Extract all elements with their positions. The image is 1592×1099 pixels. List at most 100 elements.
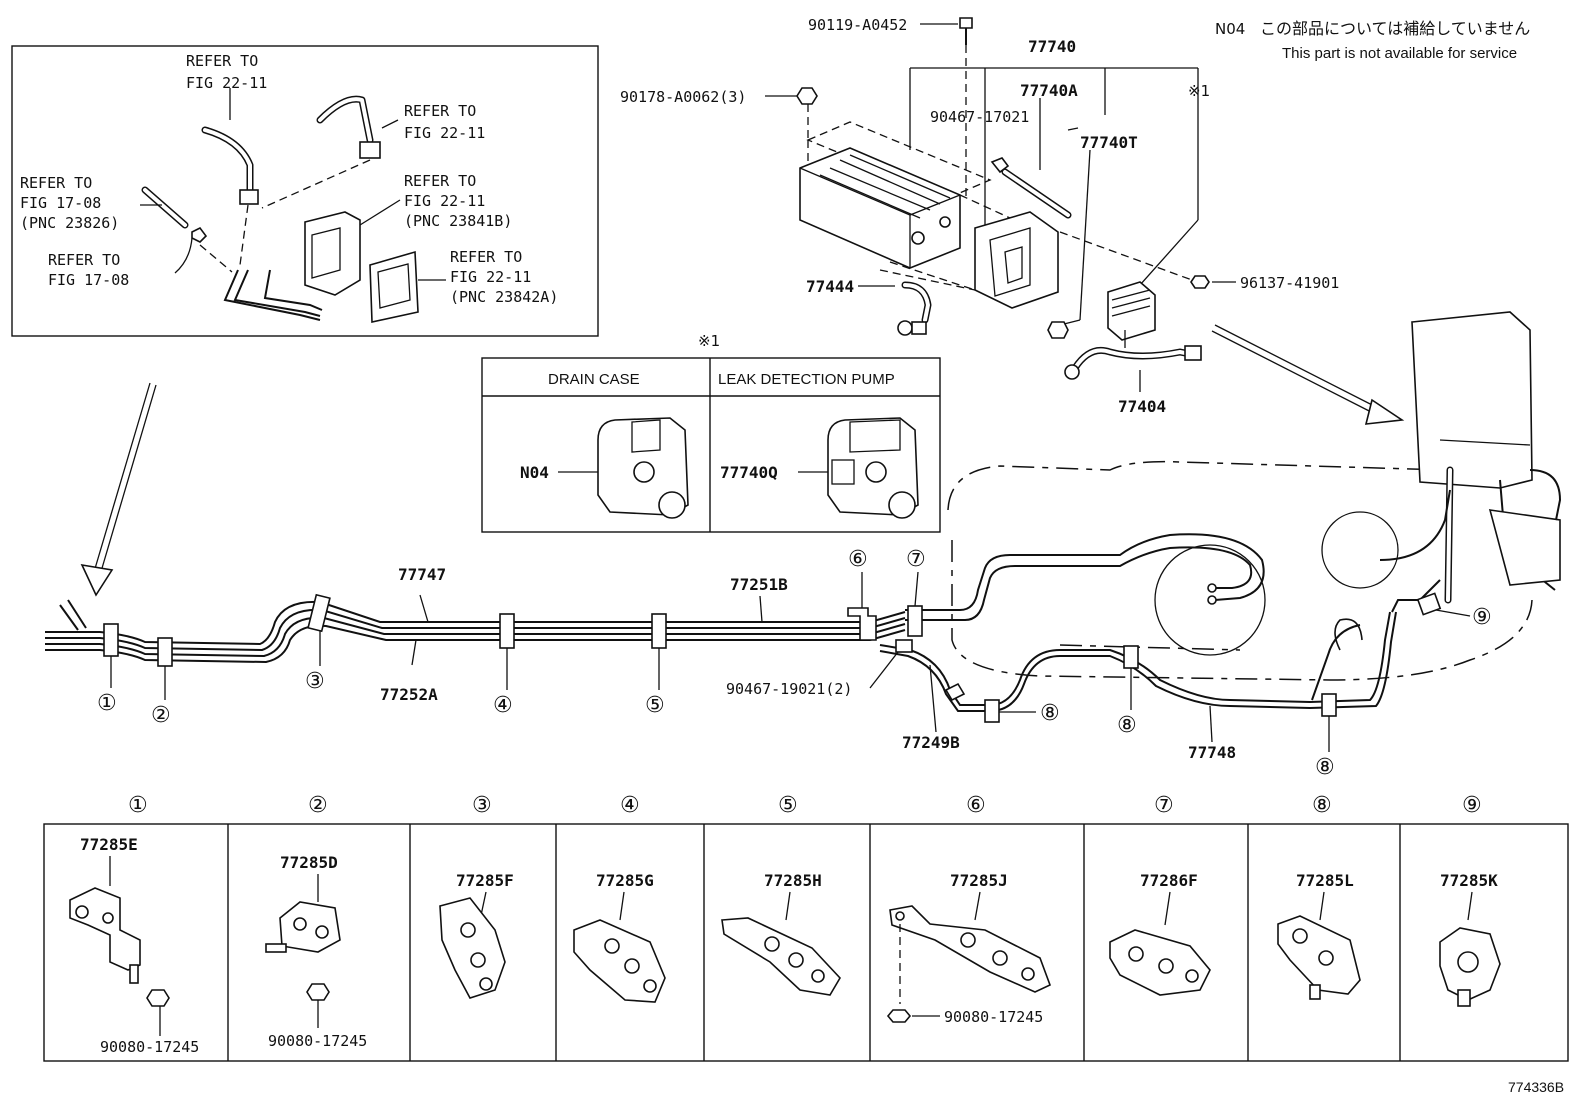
label-77740T: 77740T (1080, 133, 1138, 152)
clamp-8a (984, 699, 1000, 723)
inset-box: REFER TO FIG 22-11 REFER TO FIG 22-11 RE… (11, 45, 599, 337)
clip-90467-19021 (895, 639, 913, 653)
nut-icon-1 (146, 989, 170, 1007)
filler-neck-housing (1411, 311, 1533, 489)
fuel-line-77252A (45, 616, 906, 658)
clamp-2 (157, 637, 173, 667)
clamp-4 (499, 613, 515, 649)
clamp-col-9-marker: ⑨ (1462, 793, 1482, 818)
clamp-3 (307, 593, 331, 633)
clamp-col-2-marker: ② (308, 793, 328, 818)
clamp-col-6-marker: ⑥ (966, 793, 986, 818)
label-mark-1: ※1 (1188, 82, 1210, 100)
label-77444: 77444 (806, 277, 854, 296)
inset-bracket-module (304, 211, 361, 296)
clamp-part-77285L: 77285L (1296, 871, 1354, 890)
clamp-8c (1321, 693, 1337, 717)
canister-bracket (974, 211, 1059, 309)
inset-refer-3-fig: FIG 22-11 (404, 192, 485, 210)
inset-refer-3-pnc: (PNC 23841B) (404, 212, 512, 230)
clamp-drawing-77285F (439, 897, 506, 999)
direction-arrows (80, 324, 1405, 597)
label-77740A: 77740A (1020, 81, 1078, 100)
label-77249B: 77249B (902, 733, 960, 752)
inset-connector-left (239, 189, 259, 205)
clamp-col-1-marker: ① (128, 793, 148, 818)
inset-refer-4-fig: FIG 22-11 (450, 268, 531, 286)
inset-clip (191, 226, 208, 243)
callout-7: ⑦ (906, 547, 926, 572)
clamp-drawing-77285J (889, 905, 1052, 993)
clamp-drawing-77285H (721, 917, 841, 996)
option-col-leak-pump: LEAK DETECTION PUMP (718, 371, 895, 388)
fuel-tank-area (905, 311, 1562, 681)
inset-frame (11, 45, 599, 337)
arrow-left (99, 384, 157, 576)
tank-pipe-loop (905, 533, 1265, 611)
clamp-col-8-marker: ⑧ (1312, 793, 1332, 818)
bolt-90119-icon (959, 17, 973, 29)
inset-pipes (223, 269, 321, 321)
filler-ring (1321, 511, 1399, 589)
inset-refer-2-fig: FIG 22-11 (404, 124, 485, 142)
label-77740: 77740 (1028, 37, 1076, 56)
callout-8b: ⑧ (1117, 713, 1137, 738)
callout-1: ① (97, 691, 117, 716)
canister-assembly: 90119-A0452 90178-A0062(3) 77740 77740A … (620, 16, 1339, 416)
clamp-part-77285K: 77285K (1440, 871, 1498, 890)
fuel-pump-ring (1154, 544, 1266, 656)
callout-8a: ⑧ (1040, 701, 1060, 726)
clamp-part-77285J: 77285J (950, 871, 1008, 890)
figure-id: 774336B (1508, 1079, 1564, 1095)
clamp-nut-2: 90080-17245 (268, 1032, 367, 1050)
inset-refer-4-pnc: (PNC 23842A) (450, 288, 558, 306)
clamp-table: ① ② ③ ④ ⑤ ⑥ ⑦ ⑧ ⑨ 77285E 77285D 77285F 7… (43, 793, 1569, 1062)
clamp-drawing-77285E (69, 887, 141, 971)
filler-bracket (1488, 509, 1561, 586)
clamp-drawing-77285D (279, 901, 341, 953)
option-col-drain-case: DRAIN CASE (548, 371, 640, 388)
inset-refer-1: REFER TO (186, 52, 258, 70)
fuel-line-bundle: 77747 77252A 77251B 90467-19021(2) 77249… (45, 565, 1442, 762)
inset-connector-right (359, 141, 381, 159)
clamp-part-77285E: 77285E (80, 835, 138, 854)
clamp-9 (1416, 592, 1442, 616)
inset-refer-5: REFER TO (20, 174, 92, 192)
inset-refer-5-pnc: (PNC 23826) (20, 214, 119, 232)
grommet-icon (1047, 321, 1069, 339)
clamp-part-77285G: 77285G (596, 871, 654, 890)
callout-2: ② (151, 703, 171, 728)
service-notice: N04 この部品については補給していません This part is not a… (1215, 20, 1530, 62)
nut-icon-2 (306, 983, 330, 1001)
option-val-drain-case: N04 (520, 463, 549, 482)
notice-en: This part is not available for service (1282, 45, 1517, 62)
label-90467-19021: 90467-19021(2) (726, 680, 852, 698)
clamp-6 (847, 607, 877, 641)
clamp-part-77285D: 77285D (280, 853, 338, 872)
clamp-part-77286F: 77286F (1140, 871, 1198, 890)
inset-refer-1-fig: FIG 22-11 (186, 74, 267, 92)
nut-90178-icon (796, 87, 818, 105)
inset-refer-2: REFER TO (404, 102, 476, 120)
notice-jp: この部品については補給していません (1260, 20, 1530, 38)
inset-refer-6: REFER TO (48, 251, 120, 269)
label-77404: 77404 (1118, 397, 1166, 416)
fuel-tank-outline (947, 460, 1446, 511)
charcoal-canister (799, 147, 961, 269)
label-77748: 77748 (1188, 743, 1236, 762)
inset-plate (369, 250, 419, 323)
option-val-leak-pump: 77740Q (720, 463, 778, 482)
callout-6: ⑥ (848, 547, 868, 572)
clamp-7 (907, 605, 923, 637)
clamp-part-77285F: 77285F (456, 871, 514, 890)
inset-refer-3: REFER TO (404, 172, 476, 190)
label-77747: 77747 (398, 565, 446, 584)
clamp-table-frame (43, 823, 1569, 1062)
callout-4: ④ (493, 693, 513, 718)
inset-refer-6-fig: FIG 17-08 (48, 271, 129, 289)
clip-90467-17021-icon (990, 157, 1010, 174)
label-90119-A0452: 90119-A0452 (808, 16, 907, 34)
clamp-col-7-marker: ⑦ (1154, 793, 1174, 818)
clamp-col-4-marker: ④ (620, 793, 640, 818)
